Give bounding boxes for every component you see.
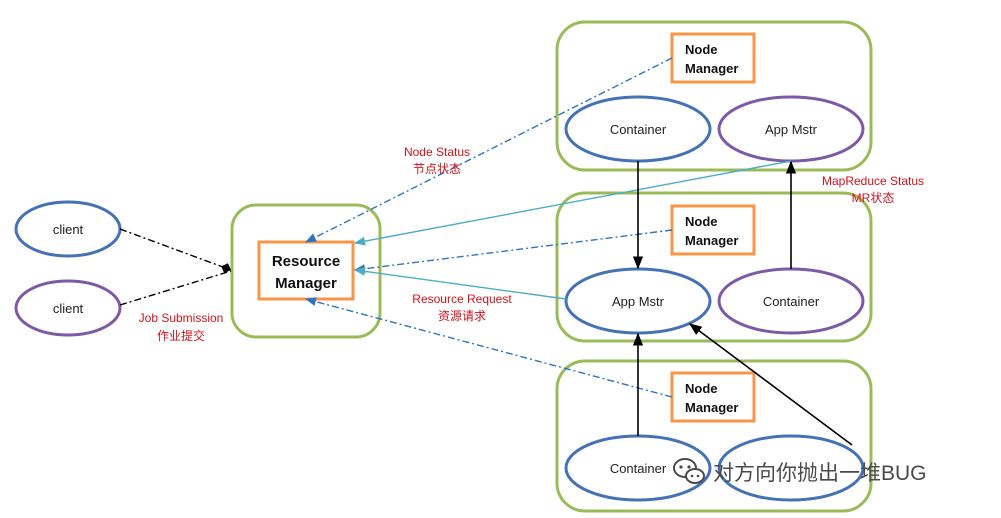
client-label-1: client (53, 222, 84, 237)
node2-container-label: Container (763, 294, 820, 309)
node-manager-label-1b: Manager (685, 61, 738, 76)
wechat-icon (673, 458, 705, 484)
node1-appmaster-label: App Mstr (765, 122, 818, 137)
node1-container-label: Container (610, 122, 667, 137)
node-manager-box-3[interactable] (670, 371, 756, 423)
node-manager-label-3b: Manager (685, 400, 738, 415)
client-label-2: client (53, 301, 84, 316)
node2-appmaster-label: App Mstr (612, 294, 665, 309)
client-ellipse-2[interactable] (14, 279, 122, 337)
node-status-arrow-2 (353, 229, 673, 274)
watermark-text: 对方向你抛出一堆BUG (713, 462, 927, 485)
job-submission-label-cn: 作业提交 (157, 328, 205, 343)
mapreduce-status-label-cn: MR状态 (852, 191, 895, 205)
resource-manager-label-2: Manager (275, 275, 337, 292)
node-manager-label-1a: Node (685, 42, 718, 57)
resource-request-arrow (353, 266, 567, 300)
node-status-arrow-3 (304, 297, 673, 398)
job-submission-label: Job Submission (139, 311, 224, 325)
resource-manager-label-1: Resource (272, 253, 340, 270)
resource-request-label: Resource Request (412, 292, 512, 306)
node3-container-label: Container (610, 461, 667, 476)
mapreduce-status-label: MapReduce Status (822, 174, 924, 188)
node-manager-label-2b: Manager (685, 233, 738, 248)
node3-right-container-to-appmaster-arrow (688, 323, 853, 446)
node-status-arrow-1 (304, 57, 673, 243)
resource-request-label-cn: 资源请求 (438, 309, 486, 323)
node-manager-box-2[interactable] (670, 204, 756, 256)
node-manager-label-3a: Node (685, 381, 718, 396)
node-manager-label-2a: Node (685, 214, 718, 229)
job-submission-arrow-2 (119, 270, 232, 306)
node-manager-box-1[interactable] (670, 32, 756, 84)
node3-container-ellipse-2[interactable] (717, 434, 865, 502)
mapreduce-status-arrow (353, 160, 792, 246)
watermark: 对方向你抛出一堆BUG (673, 458, 927, 485)
node-status-label-cn: 节点状态 (413, 162, 461, 176)
job-submission-arrow-1 (119, 228, 232, 274)
node-status-label: Node Status (404, 145, 470, 159)
